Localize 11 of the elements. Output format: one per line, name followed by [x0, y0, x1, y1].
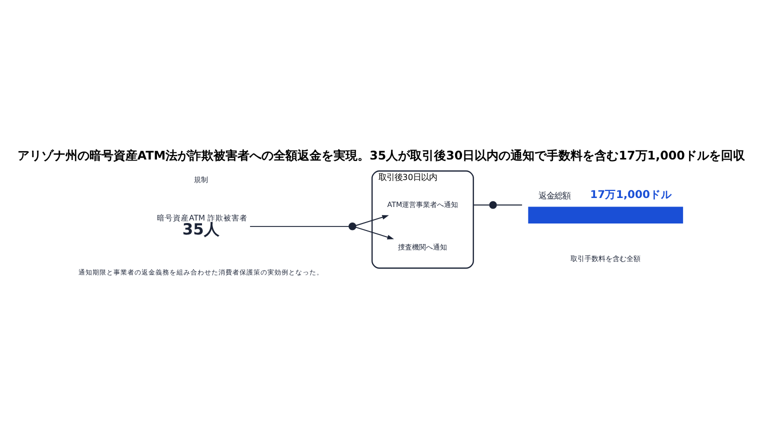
node-circle	[348, 222, 356, 230]
node-label: 返金総額	[538, 190, 571, 200]
node-circle	[489, 201, 497, 209]
arrow	[356, 226, 394, 240]
connector	[472, 204, 490, 206]
connector	[250, 226, 350, 227]
node-bar	[528, 206, 684, 224]
arrow	[356, 215, 389, 226]
connector	[496, 204, 523, 206]
node-label: 17万1,000ドル	[590, 188, 672, 202]
diagram-title: アリゾナ州の暗号資産ATM法が詐欺被害者への全額返金を実現。35人が取引後30日以内の通知で手数料を含む17万1,000ドルを回収	[17, 148, 745, 163]
